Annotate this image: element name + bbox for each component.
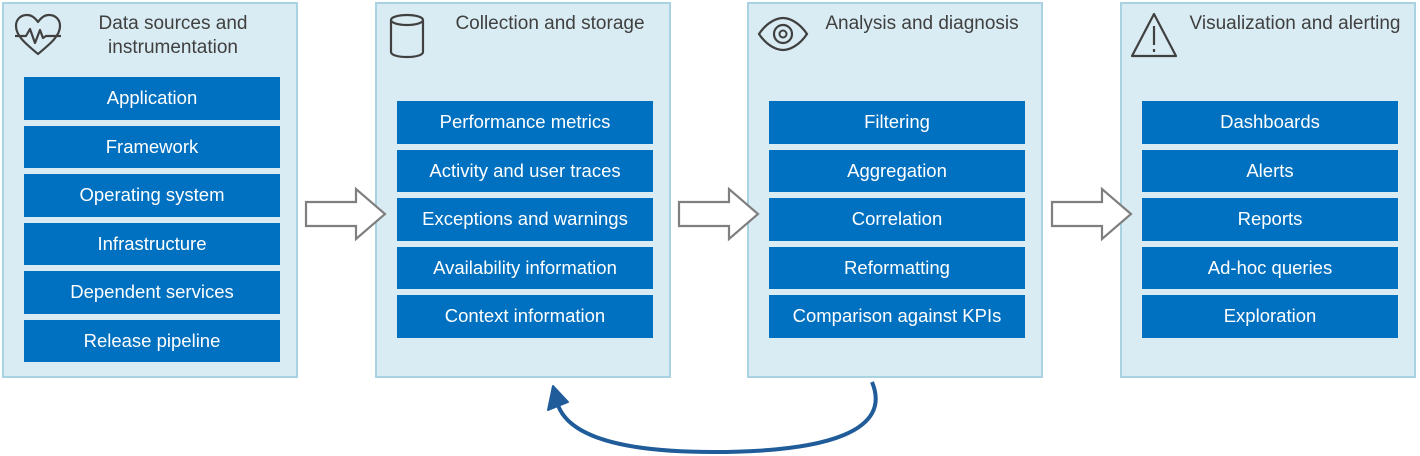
stage-title: Collection and storage — [455, 13, 645, 34]
stage-items: Dashboards Alerts Reports Ad-hoc queries… — [1142, 101, 1398, 338]
flow-arrow-icon — [1050, 186, 1133, 242]
database-icon — [389, 13, 425, 59]
item-correlation: Correlation — [769, 198, 1025, 241]
stage-collection-storage: Collection and storage Performance metri… — [375, 2, 671, 378]
stage-items: Filtering Aggregation Correlation Reform… — [769, 101, 1025, 338]
item-adhoc-queries: Ad-hoc queries — [1142, 246, 1398, 289]
item-comparison-kpis: Comparison against KPIs — [769, 295, 1025, 338]
item-framework: Framework — [24, 125, 280, 168]
item-performance-metrics: Performance metrics — [397, 101, 653, 144]
item-availability-information: Availability information — [397, 246, 653, 289]
flow-arrow-icon — [677, 186, 760, 242]
item-application: Application — [24, 77, 280, 120]
stage-visualization-alerting: Visualization and alerting Dashboards Al… — [1120, 2, 1416, 378]
item-activity-user-traces: Activity and user traces — [397, 149, 653, 192]
stage-data-sources: Data sources and instrumentation Applica… — [2, 2, 298, 378]
item-release-pipeline: Release pipeline — [24, 319, 280, 362]
item-exceptions-warnings: Exceptions and warnings — [397, 198, 653, 241]
item-operating-system: Operating system — [24, 174, 280, 217]
item-exploration: Exploration — [1142, 295, 1398, 338]
flow-arrow-icon — [304, 186, 387, 242]
stage-items: Application Framework Operating system I… — [24, 77, 280, 362]
item-context-information: Context information — [397, 295, 653, 338]
stage-analysis-diagnosis: Analysis and diagnosis Filtering Aggrega… — [747, 2, 1043, 378]
item-filtering: Filtering — [769, 101, 1025, 144]
stage-title: Visualization and alerting — [1189, 13, 1401, 34]
item-dashboards: Dashboards — [1142, 101, 1398, 144]
warning-icon — [1130, 12, 1178, 58]
item-dependent-services: Dependent services — [24, 271, 280, 314]
item-alerts: Alerts — [1142, 149, 1398, 192]
stage-title: Analysis and diagnosis — [825, 13, 1019, 34]
stage-title: Data sources and instrumentation — [98, 13, 248, 58]
stage-items: Performance metrics Activity and user tr… — [397, 101, 653, 338]
item-reports: Reports — [1142, 198, 1398, 241]
item-aggregation: Aggregation — [769, 149, 1025, 192]
eye-icon — [757, 16, 809, 52]
item-reformatting: Reformatting — [769, 246, 1025, 289]
item-infrastructure: Infrastructure — [24, 222, 280, 265]
heart-pulse-icon — [14, 13, 62, 56]
